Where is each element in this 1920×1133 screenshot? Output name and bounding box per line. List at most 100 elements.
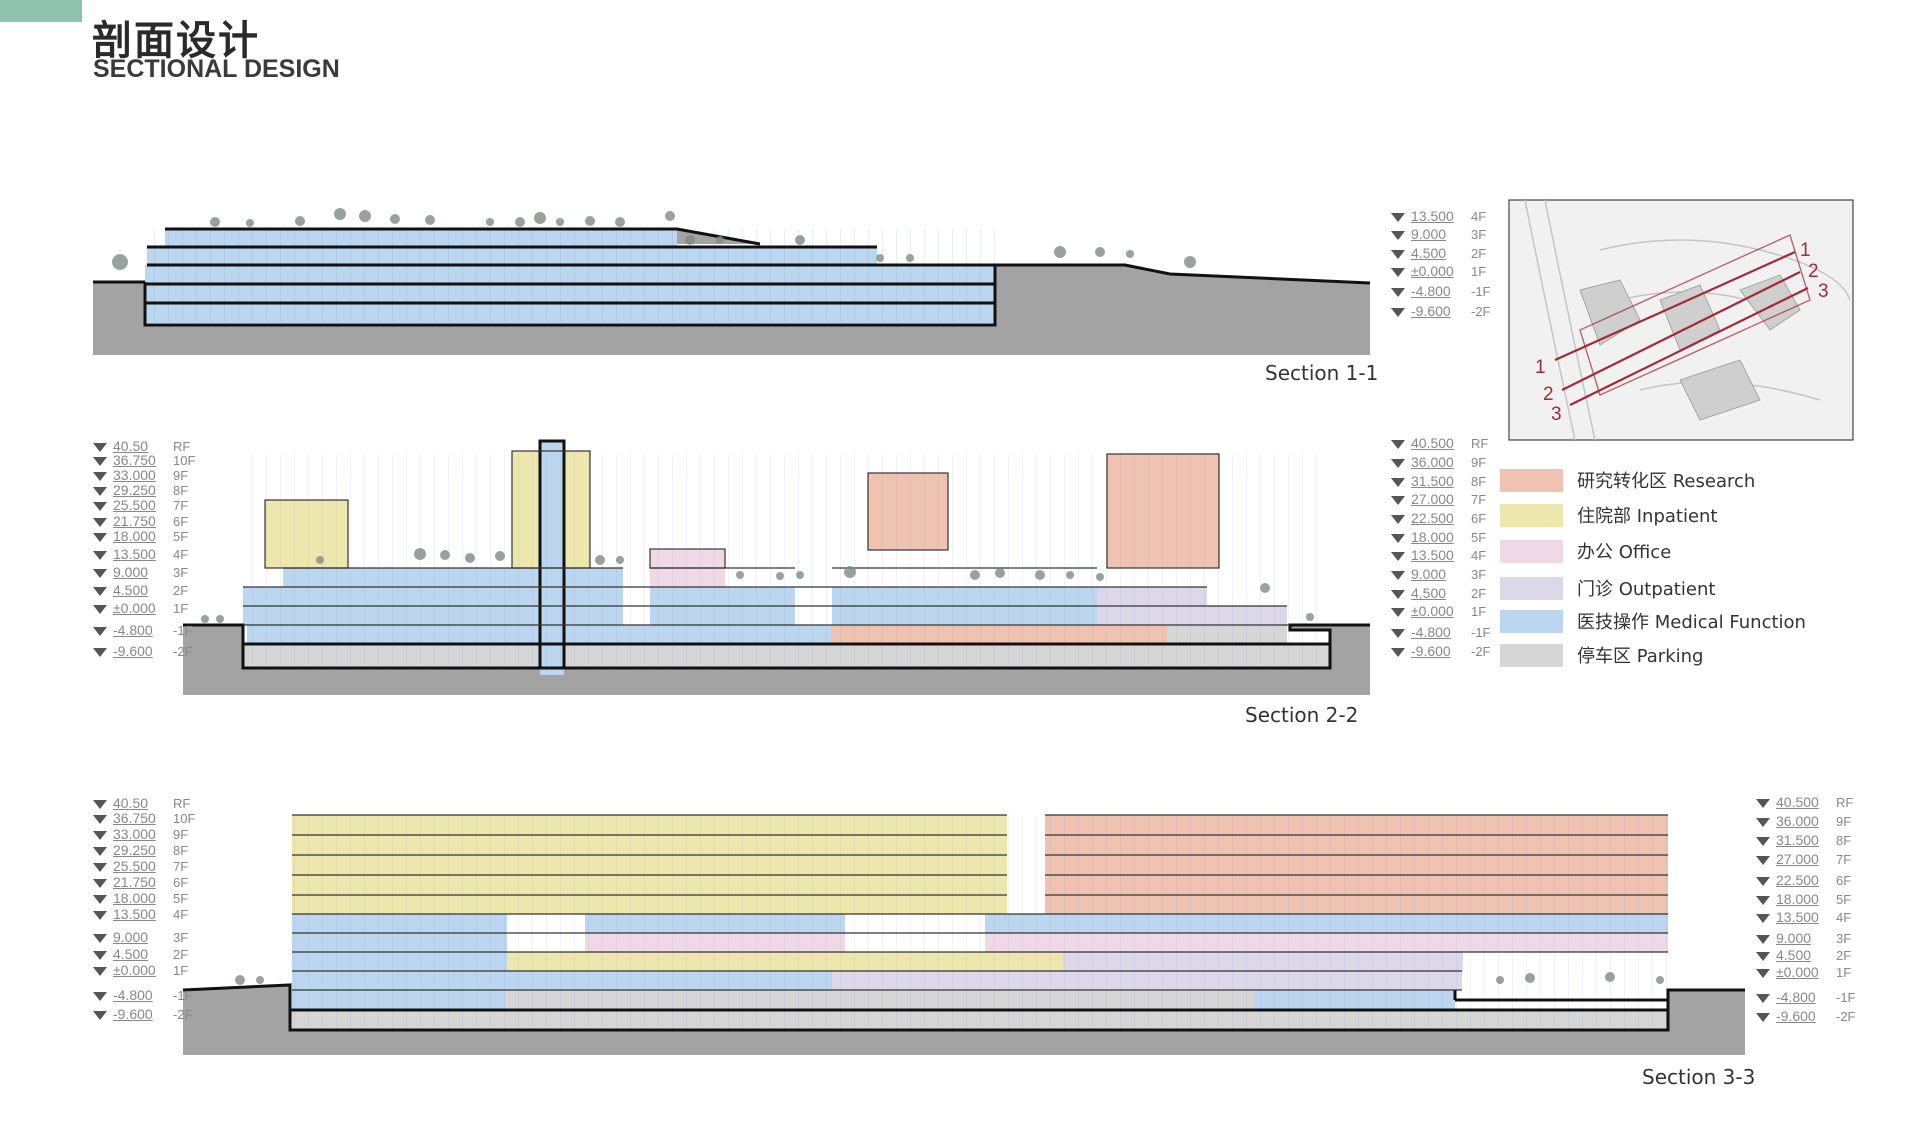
elevation-marker: -9.600-2F (93, 1006, 213, 1022)
rooftop-trees-1-1 (112, 208, 1196, 270)
key-plan: 1 2 3 1 2 3 (1508, 199, 1854, 441)
ground-3-3 (183, 985, 1745, 1055)
elevation-marker: -4.800-1F (1756, 989, 1876, 1005)
marker-3-end: 3 (1818, 281, 1829, 302)
legend-swatch (1500, 468, 1563, 492)
legend-label: 住院部 Inpatient (1577, 506, 1718, 527)
section-cut-lines (1554, 234, 1811, 406)
cut-markers: 1 2 3 1 2 3 (1535, 240, 1829, 425)
rooftop-trees-3-3 (235, 972, 1664, 985)
elevation-marker: -4.800-1F (93, 622, 213, 638)
section-1-1 (93, 208, 1371, 355)
legend-swatch (1500, 503, 1563, 527)
legend-label: 医技操作 Medical Function (1577, 612, 1806, 633)
legend-swatch (1500, 576, 1563, 600)
legend-swatch (1500, 643, 1563, 667)
section-2-2 (183, 439, 1370, 695)
section-3-3-label: Section 3-3 (1642, 1065, 1756, 1089)
section-1-1-label: Section 1-1 (1265, 361, 1379, 385)
legend-swatch (1500, 539, 1563, 563)
ground-2-2 (183, 625, 1370, 695)
marker-1: 1 (1535, 357, 1546, 378)
legend-item-outpatient: 门诊 Outpatient (1500, 575, 1715, 601)
ground-1-1 (93, 265, 1370, 355)
rooftop-trees-2-2 (201, 548, 1314, 623)
legend-item-office: 办公 Office (1500, 538, 1671, 564)
marker-2-end: 2 (1808, 261, 1819, 282)
elevation-marker: -9.600-2F (1391, 303, 1511, 319)
section-2-2-label: Section 2-2 (1245, 703, 1359, 727)
elevation-marker: -9.600-2F (1391, 643, 1511, 659)
legend-label: 门诊 Outpatient (1577, 579, 1716, 600)
elevation-marker: -9.600-2F (93, 643, 213, 659)
legend-label: 研究转化区 Research (1577, 471, 1756, 492)
section-2-2-outline (183, 439, 1370, 670)
accent-bar (0, 0, 82, 22)
elevation-marker: -4.800-1F (1391, 283, 1511, 299)
marker-3: 3 (1551, 404, 1562, 425)
legend-item-medical: 医技操作 Medical Function (1500, 608, 1806, 634)
page-title-cn: 剖面设计 (92, 18, 260, 64)
section-3-3 (182, 814, 1745, 1055)
legend-item-parking: 停车区 Parking (1500, 642, 1703, 668)
section-3-3-outline (182, 983, 1745, 1032)
page-title-en: SECTIONAL DESIGN (93, 55, 340, 83)
legend-label: 停车区 Parking (1577, 646, 1704, 667)
elevation-marker: -9.600-2F (1756, 1008, 1876, 1024)
legend-label: 办公 Office (1577, 542, 1672, 563)
floors-1-1 (93, 227, 1371, 327)
elevation-marker: -4.800-1F (93, 987, 213, 1003)
legend-item-research: 研究转化区 Research (1500, 467, 1755, 493)
elevation-marker: -4.800-1F (1391, 624, 1511, 640)
marker-2: 2 (1543, 384, 1554, 405)
legend-swatch (1500, 609, 1563, 633)
legend-item-inpatient: 住院部 Inpatient (1500, 502, 1718, 528)
